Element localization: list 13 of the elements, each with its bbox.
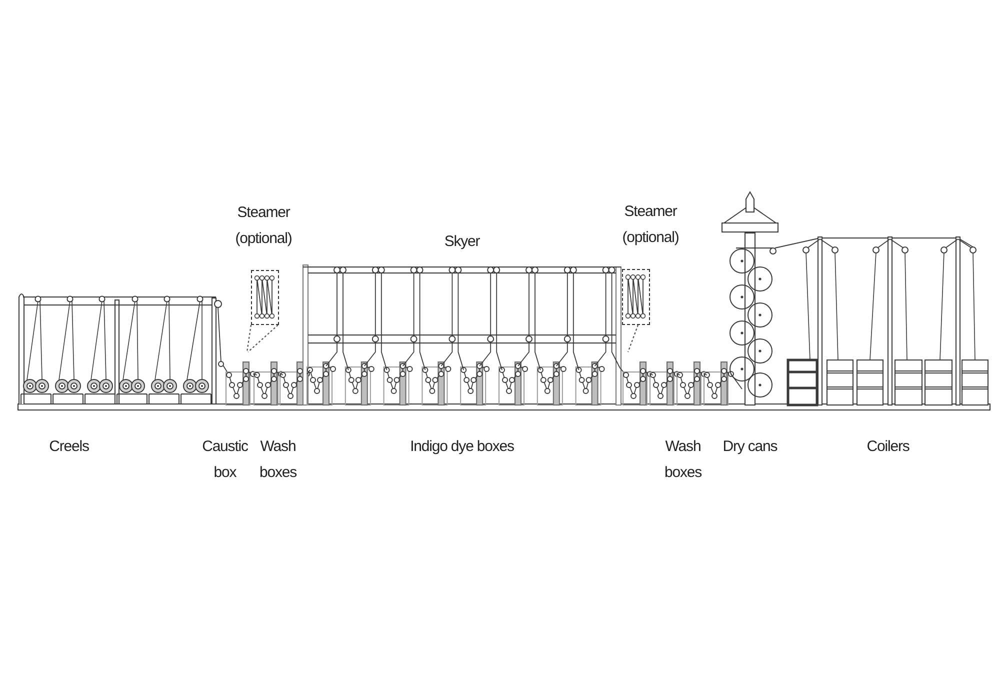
- section-label: Steamer (optional): [235, 203, 292, 249]
- section-label: Caustic box: [202, 437, 248, 483]
- section-label: Indigo dye boxes: [410, 437, 514, 457]
- section-label: Creels: [49, 437, 89, 457]
- section-label: Coilers: [866, 437, 910, 457]
- section-label: Wash boxes: [664, 437, 702, 483]
- section-label: Dry cans: [722, 437, 778, 457]
- section-label: Wash boxes: [260, 437, 296, 483]
- leader-line: [627, 324, 639, 352]
- leader-line: [246, 324, 252, 352]
- leader-line: [248, 324, 278, 352]
- section-label: Skyer: [444, 232, 480, 252]
- section-label: Steamer (optional): [622, 202, 679, 248]
